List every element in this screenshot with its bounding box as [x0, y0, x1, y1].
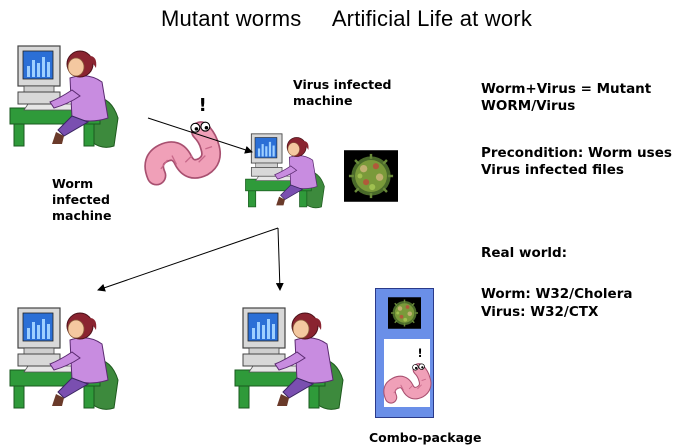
title-subtitle: Artificial Life at work: [331, 6, 533, 31]
note-mutant: Worm+Virus = Mutant WORM/Virus: [481, 81, 652, 114]
page-title: Mutant worms Artificial Life at work: [0, 6, 693, 32]
split-right-arrow: [275, 227, 284, 291]
note-virus-example: Virus: W32/CTX: [481, 304, 599, 320]
label-virus-machine: Virus infected machine: [293, 77, 392, 108]
combo-worm-icon: [384, 345, 430, 405]
note-precondition: Precondition: Worm uses Virus infected f…: [481, 145, 672, 178]
worm-to-virus-machine-arrow: [147, 117, 253, 154]
combo-virus-icon: [387, 296, 422, 330]
title-main: Mutant worms: [160, 6, 302, 31]
split-left-arrow: [97, 227, 279, 292]
combo-worm-panel: [384, 339, 430, 407]
label-combo-package: Combo-package: [369, 430, 482, 445]
combo-package-box: [375, 288, 434, 418]
note-worm-example: Worm: W32/Cholera: [481, 286, 633, 302]
note-real-world: Real world:: [481, 245, 568, 261]
label-worm-machine: Worm infected machine: [52, 176, 112, 223]
